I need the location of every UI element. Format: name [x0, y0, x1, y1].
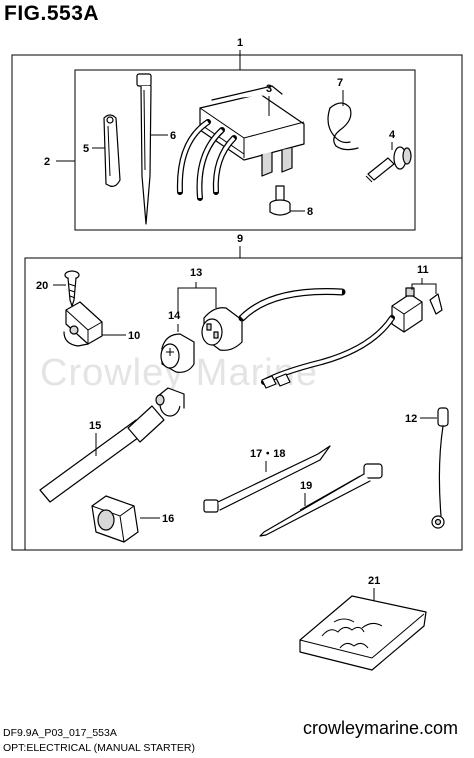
part-13-connector[interactable] — [201, 288, 346, 351]
part-21-bag[interactable] — [299, 595, 427, 671]
callout-9[interactable]: 9 — [237, 233, 243, 245]
part-14-connector-cap[interactable] — [160, 333, 195, 373]
callout-1[interactable]: 1 — [237, 37, 243, 49]
part-16-boot[interactable] — [91, 495, 139, 543]
callout-7[interactable]: 7 — [337, 77, 343, 89]
callout-17-18[interactable]: 17・18 — [250, 448, 285, 460]
callout-5[interactable]: 5 — [83, 143, 89, 155]
callout-11[interactable]: 11 — [417, 264, 429, 276]
part-17-18-cable-tie[interactable] — [203, 445, 331, 513]
part-20-screw[interactable] — [64, 270, 80, 307]
part-5-clip[interactable] — [103, 114, 121, 187]
part-19-cable-tie[interactable] — [259, 463, 383, 537]
callout-20[interactable]: 20 — [36, 280, 48, 292]
diagram-description: OPT:ELECTRICAL (MANUAL STARTER) — [3, 742, 195, 754]
callout-10[interactable]: 10 — [128, 330, 140, 342]
diagram-code: DF9.9A_P03_017_553A — [3, 727, 117, 739]
part-11-harness[interactable] — [261, 287, 443, 389]
part-15-sensor[interactable] — [39, 387, 185, 503]
callout-16[interactable]: 16 — [162, 513, 174, 525]
group-box-top — [74, 69, 416, 231]
callout-8[interactable]: 8 — [307, 206, 313, 218]
callout-15[interactable]: 15 — [89, 420, 101, 432]
part-12-ground-lead[interactable] — [431, 407, 449, 529]
callout-4[interactable]: 4 — [389, 129, 396, 141]
group-box-lower — [24, 257, 463, 551]
callout-6[interactable]: 6 — [170, 130, 176, 142]
callout-13[interactable]: 13 — [190, 267, 202, 279]
part-4-grommet[interactable] — [365, 146, 412, 183]
callout-21[interactable]: 21 — [368, 575, 380, 587]
callout-2[interactable]: 2 — [44, 156, 50, 168]
part-10-clamp[interactable] — [63, 301, 103, 347]
part-6-cable-tie[interactable] — [136, 73, 152, 225]
callout-3[interactable]: 3 — [266, 83, 272, 95]
callout-19[interactable]: 19 — [300, 480, 312, 492]
leader-11 — [411, 278, 437, 294]
site-url-link[interactable]: crowleymarine.com — [302, 718, 458, 738]
figure-title: FIG.553A — [4, 2, 100, 25]
part-3-rectifier[interactable] — [176, 85, 305, 201]
callout-14[interactable]: 14 — [168, 310, 181, 322]
part-7-spring-clip[interactable] — [327, 102, 359, 151]
leader-13 — [177, 282, 217, 312]
part-8-bolt[interactable] — [269, 185, 291, 216]
callout-12[interactable]: 12 — [405, 413, 417, 425]
